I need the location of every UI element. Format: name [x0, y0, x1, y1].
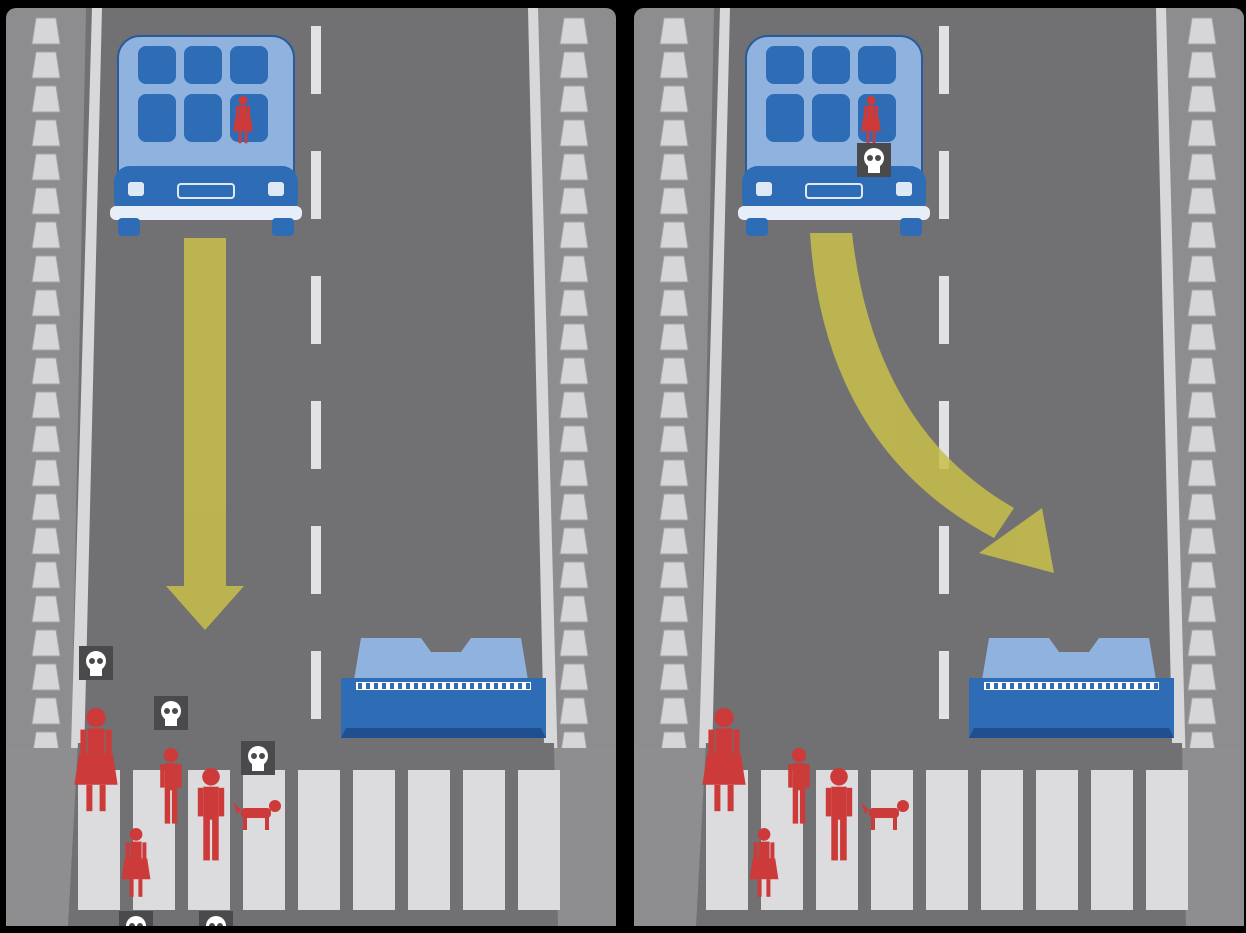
rear-seat: [766, 94, 804, 142]
front-seat: [766, 46, 804, 84]
skull-icon: [119, 911, 153, 926]
crosswalk-stripe: [298, 770, 340, 910]
scenario-panel-right[interactable]: [634, 8, 1244, 926]
crosswalk-stripe: [871, 770, 913, 910]
rear-seat: [138, 94, 176, 142]
crosswalk: [78, 770, 560, 910]
concrete-barrier: [341, 638, 546, 738]
lane-dash: [311, 276, 321, 344]
crosswalk-stripe: [1091, 770, 1133, 910]
crosswalk-stripe: [706, 770, 748, 910]
scenario-right-svg: [634, 8, 1244, 926]
headlight-left: [756, 182, 772, 196]
crosswalk-stripe: [243, 770, 285, 910]
crosswalk-stripe: [353, 770, 395, 910]
lane-dash: [939, 526, 949, 594]
wheel-left: [118, 218, 140, 236]
crosswalk: [706, 770, 1188, 910]
lane-dash: [311, 526, 321, 594]
rear-seat: [184, 94, 222, 142]
front-seat: [858, 46, 896, 84]
concrete-barrier: [969, 638, 1174, 738]
lane-dash: [939, 276, 949, 344]
skull-icon: [199, 911, 233, 926]
front-seat: [812, 46, 850, 84]
skull-icon: [857, 143, 891, 177]
crosswalk-stripe: [78, 770, 120, 910]
scenario-panel-left[interactable]: [6, 8, 616, 926]
crosswalk-stripe: [1146, 770, 1188, 910]
crosswalk-stripe: [463, 770, 505, 910]
crosswalk-stripe: [926, 770, 968, 910]
car-bumper: [110, 206, 302, 220]
scenario-left-svg: [6, 8, 616, 926]
lane-dash: [311, 651, 321, 719]
crosswalk-stripe: [1036, 770, 1078, 910]
front-seat: [230, 46, 268, 84]
headlight-right: [268, 182, 284, 196]
wheel-left: [746, 218, 768, 236]
lane-dash: [939, 151, 949, 219]
lane-dash: [311, 401, 321, 469]
headlight-right: [896, 182, 912, 196]
lane-dash: [939, 651, 949, 719]
autonomous-car: [110, 36, 302, 236]
wheel-right: [900, 218, 922, 236]
front-seat: [184, 46, 222, 84]
lane-dash: [311, 26, 321, 94]
rear-seat: [812, 94, 850, 142]
crosswalk-stripe: [518, 770, 560, 910]
skull-icon: [79, 646, 113, 680]
skull-icon: [154, 696, 188, 730]
wheel-right: [272, 218, 294, 236]
autonomous-car: [738, 36, 930, 236]
headlight-left: [128, 182, 144, 196]
crosswalk-stripe: [408, 770, 450, 910]
crosswalk-stripe: [981, 770, 1023, 910]
lane-dash: [311, 151, 321, 219]
skull-icon: [241, 741, 275, 775]
lane-dash: [939, 26, 949, 94]
front-seat: [138, 46, 176, 84]
car-bumper: [738, 206, 930, 220]
